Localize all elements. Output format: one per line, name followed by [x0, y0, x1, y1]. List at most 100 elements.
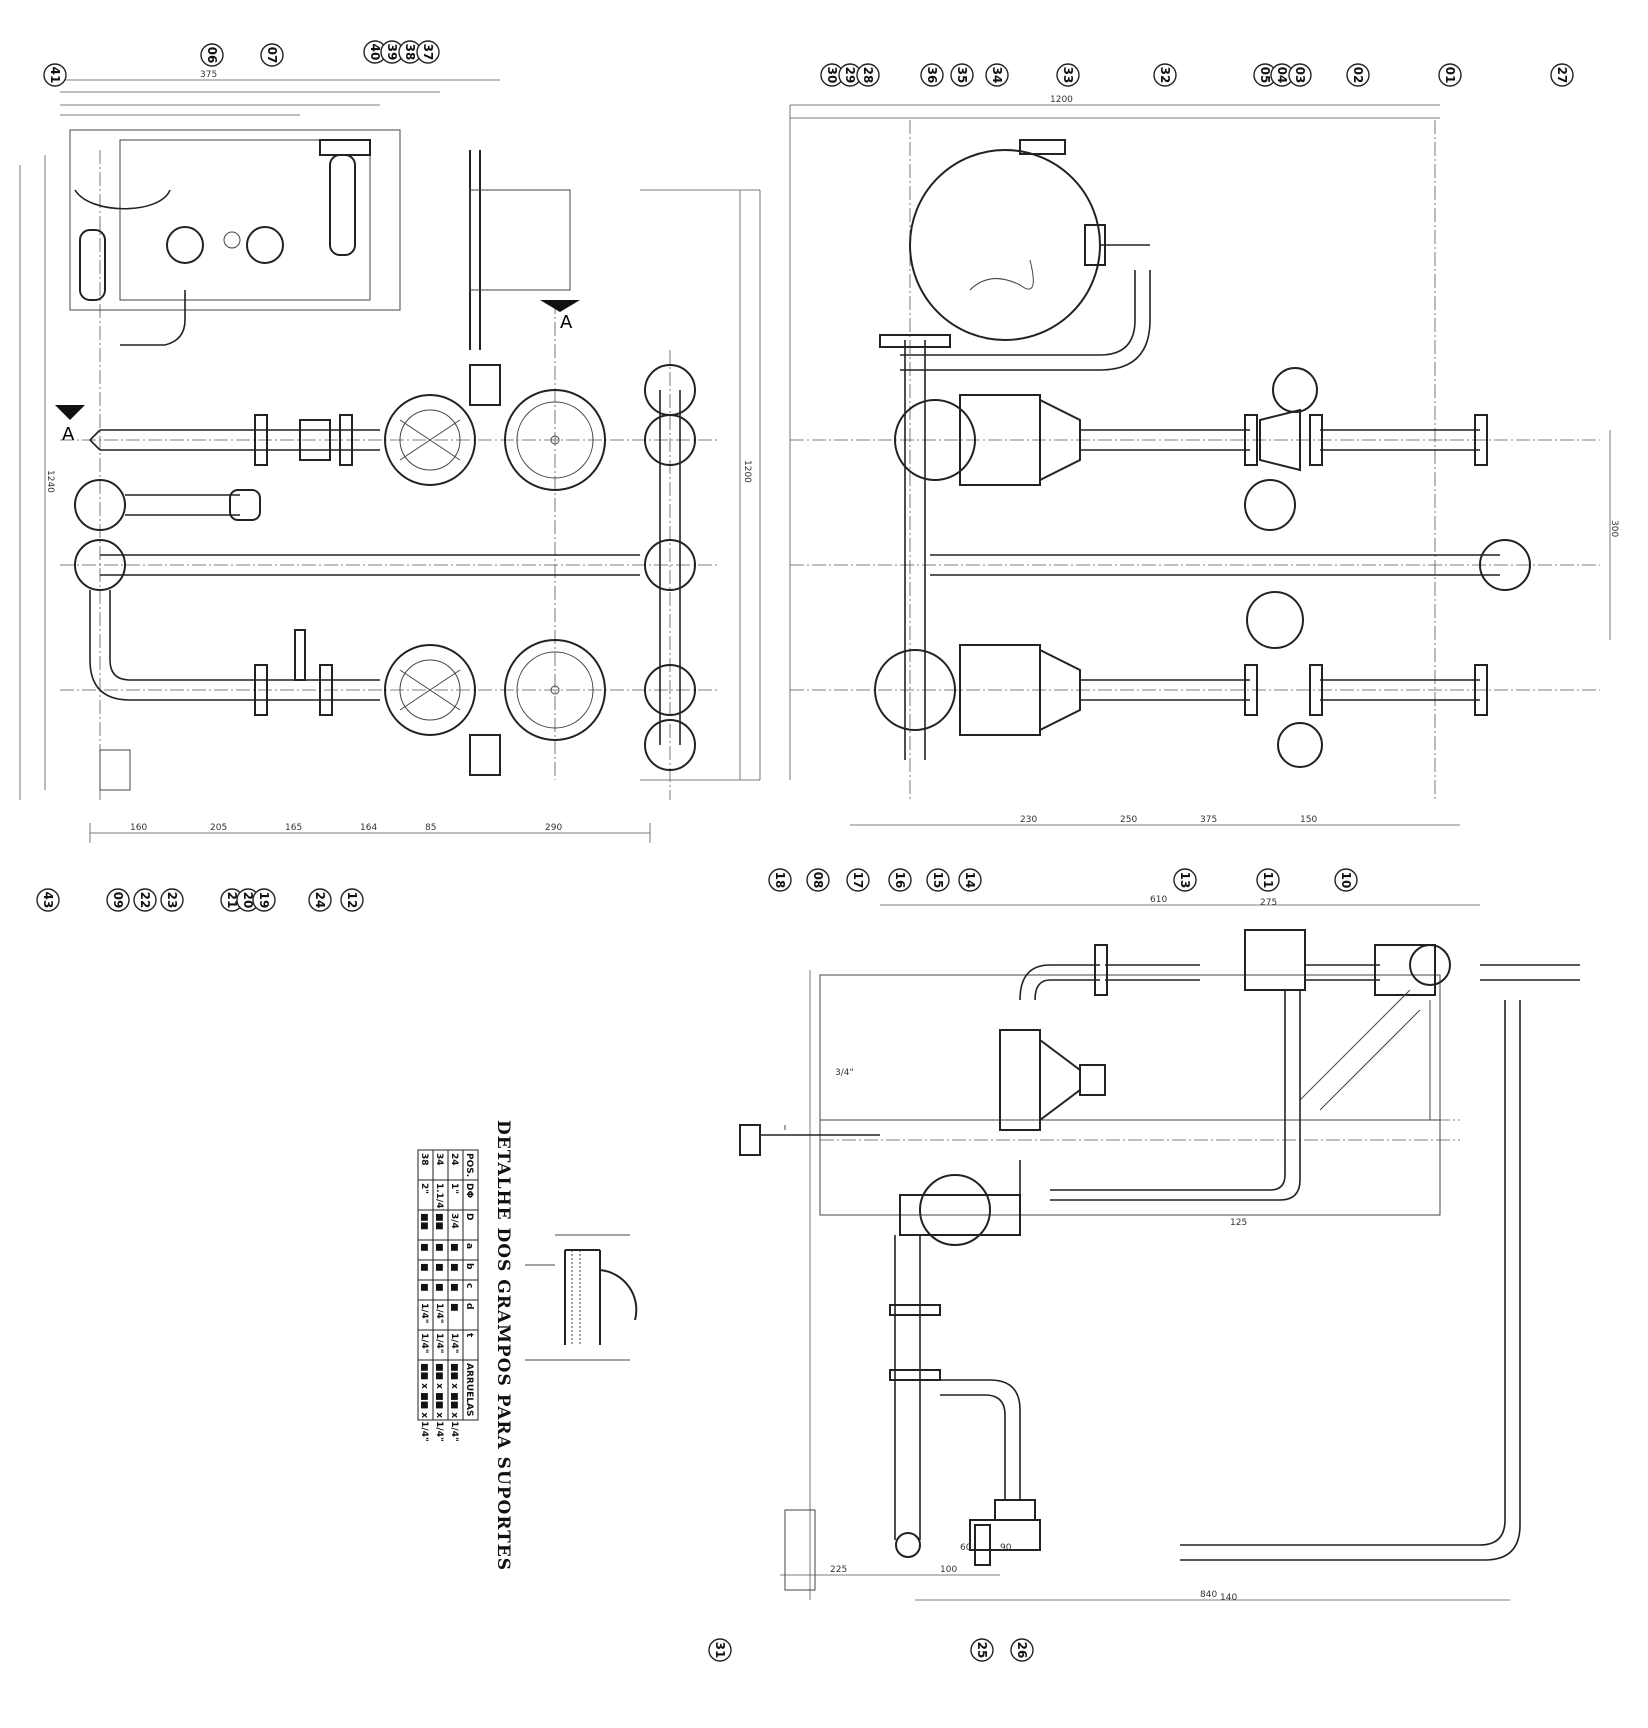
- dim-300: 300: [1609, 520, 1619, 537]
- svg-text:28: 28: [861, 67, 875, 84]
- svg-text:05: 05: [1258, 67, 1272, 84]
- svg-text:40: 40: [368, 44, 382, 61]
- svg-text:08: 08: [811, 872, 825, 889]
- svg-text:26: 26: [1015, 1642, 1029, 1659]
- left-plan-view: [19, 79, 761, 843]
- balloon-29: 29: [838, 63, 862, 87]
- balloon-07: 07: [260, 43, 284, 67]
- balloon-23: 23: [160, 888, 184, 912]
- balloon-19: 19: [252, 888, 276, 912]
- svg-text:17: 17: [851, 872, 865, 889]
- balloon-32: 32: [1153, 63, 1177, 87]
- balloon-02: 02: [1346, 63, 1370, 87]
- right-view-dimensions: 1200 375 230 250 150 300: [1020, 95, 1619, 825]
- balloon-21: 21: [220, 888, 244, 912]
- table-value: 1/4": [434, 1303, 444, 1324]
- balloon-36: 36: [920, 63, 944, 87]
- table-header: t: [464, 1333, 474, 1338]
- right-plan-view: [789, 104, 1611, 826]
- table-value: 38: [419, 1153, 429, 1166]
- table-header: ARRUELAS: [464, 1363, 474, 1416]
- dim-bottom-375: 375: [1200, 815, 1217, 825]
- svg-text:33: 33: [1061, 67, 1075, 84]
- balloon-17: 17: [846, 868, 870, 892]
- table-value: 1.1/4": [434, 1183, 444, 1213]
- balloon-10: 10: [1334, 868, 1358, 892]
- dim-375: 375: [200, 70, 217, 80]
- dim-100: 100: [940, 1565, 957, 1575]
- section-marker-left: A: [55, 405, 85, 445]
- balloon-33: 33: [1056, 63, 1080, 87]
- table-value: ■: [419, 1263, 429, 1272]
- table-cell: [417, 1359, 434, 1421]
- balloon-06: 06: [200, 43, 224, 67]
- balloon-39: 39: [380, 40, 404, 64]
- table-value: ■: [449, 1243, 459, 1252]
- svg-text:18: 18: [773, 872, 787, 889]
- balloon-25: 25: [970, 1638, 994, 1662]
- svg-text:36: 36: [925, 67, 939, 84]
- table-value: 24: [449, 1153, 459, 1166]
- dim-bottom-150: 150: [1300, 815, 1317, 825]
- svg-text:12: 12: [345, 892, 359, 909]
- table-header: d: [464, 1303, 474, 1309]
- dim-610: 610: [1150, 895, 1167, 905]
- balloon-08: 08: [806, 868, 830, 892]
- table-value: ■: [419, 1243, 429, 1252]
- svg-text:25: 25: [975, 1642, 989, 1659]
- balloon-01: 01: [1438, 63, 1462, 87]
- section-marker-top: A: [540, 300, 580, 333]
- balloon-27: 27: [1550, 63, 1574, 87]
- dim-165: 165: [285, 823, 302, 833]
- balloon-03: 03: [1288, 63, 1312, 87]
- svg-text:07: 07: [265, 47, 279, 64]
- svg-text:19: 19: [257, 892, 271, 909]
- svg-text:34: 34: [990, 67, 1004, 84]
- dim-290: 290: [545, 823, 562, 833]
- svg-text:37: 37: [421, 44, 435, 61]
- balloon-30: 30: [820, 63, 844, 87]
- svg-text:22: 22: [138, 892, 152, 909]
- svg-text:20: 20: [241, 892, 255, 909]
- table-value: ■■: [419, 1213, 429, 1230]
- table-value: ■: [419, 1283, 429, 1292]
- table-header: a: [464, 1243, 474, 1249]
- svg-text:06: 06: [205, 47, 219, 64]
- dim-164: 164: [360, 823, 377, 833]
- table-value: 3/4: [449, 1213, 459, 1229]
- balloon-22: 22: [133, 888, 157, 912]
- balloon-24: 24: [308, 888, 332, 912]
- dim-140: 140: [1220, 1593, 1237, 1603]
- svg-text:35: 35: [955, 67, 969, 84]
- balloon-12: 12: [340, 888, 364, 912]
- balloon-26: 26: [1010, 1638, 1034, 1662]
- table-value: ■: [434, 1263, 444, 1272]
- dim-90: 90: [1000, 1543, 1012, 1553]
- table-header: POS.: [464, 1153, 474, 1177]
- table-value: ■■ x ■■ x 1/4": [434, 1363, 444, 1442]
- clamp-detail-table: DETALHE DOS GRAMPOS PARA SUPORTES POS.DΦ…: [417, 1120, 513, 1571]
- svg-text:03: 03: [1293, 67, 1307, 84]
- table-value: 1/4": [419, 1303, 429, 1324]
- balloon-18: 18: [768, 868, 792, 892]
- svg-text:14: 14: [963, 872, 977, 889]
- balloon-11: 11: [1256, 868, 1280, 892]
- balloon-09: 09: [106, 888, 130, 912]
- dim-275: 275: [1260, 898, 1277, 908]
- balloon-34: 34: [985, 63, 1009, 87]
- balloon-05: 05: [1253, 63, 1277, 87]
- table-value: 34: [434, 1153, 444, 1166]
- svg-text:23: 23: [165, 892, 179, 909]
- balloon-31: 31: [708, 1638, 732, 1662]
- svg-text:01: 01: [1443, 67, 1457, 84]
- svg-text:30: 30: [825, 67, 839, 84]
- svg-text:38: 38: [403, 44, 417, 61]
- svg-text:41: 41: [48, 67, 62, 84]
- svg-text:10: 10: [1339, 872, 1353, 889]
- table-value: ■■ x ■■ x 1/4": [419, 1363, 429, 1442]
- svg-text:16: 16: [893, 872, 907, 889]
- balloon-38: 38: [398, 40, 422, 64]
- left-view-dimensions: 1240 160 205 165 164 85 290 1200 375: [45, 70, 752, 833]
- table-header: DΦ: [464, 1183, 474, 1198]
